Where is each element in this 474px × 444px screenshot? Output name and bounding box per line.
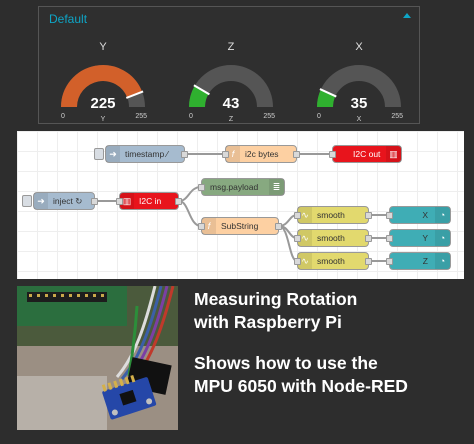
promo-title-line-2: with Raspberry Pi — [194, 312, 342, 332]
node-label: smooth — [317, 256, 345, 266]
promo-text: Measuring Rotation with Raspberry Pi Sho… — [194, 288, 464, 398]
gauge-needle — [319, 88, 337, 98]
input-port[interactable] — [198, 223, 205, 230]
input-port[interactable] — [198, 184, 205, 191]
input-port[interactable] — [222, 151, 229, 158]
node-label: smooth — [317, 210, 345, 220]
inject-trigger-button[interactable] — [22, 195, 32, 207]
output-port[interactable] — [293, 151, 300, 158]
input-port[interactable] — [294, 235, 301, 242]
output-port[interactable] — [275, 223, 282, 230]
gauge-icon: ◔ — [435, 207, 450, 223]
output-port[interactable] — [365, 258, 372, 265]
inject-trigger-button[interactable] — [94, 148, 104, 160]
gauge-unit: Z — [228, 116, 234, 123]
node-i2c-in[interactable]: ▥ I2C in — [116, 192, 182, 210]
gauge-value: 225 — [90, 95, 116, 112]
node-label: I2C out — [353, 149, 381, 159]
group-title: Default — [49, 12, 88, 26]
node-gauge-y[interactable]: Y ◔ — [386, 229, 451, 247]
gauge-icon: ◔ — [435, 230, 450, 246]
node-gauge-x[interactable]: X ◔ — [386, 206, 451, 224]
output-port[interactable] — [365, 235, 372, 242]
gauge-min: 0 — [61, 113, 65, 120]
node-inject[interactable]: ➜ inject ↻ — [22, 192, 98, 210]
gauge-max: 255 — [135, 113, 147, 120]
node-label: SubString — [221, 221, 259, 231]
node-label: inject ↻ — [53, 195, 83, 206]
node-label: i2c bytes — [245, 149, 279, 159]
gauge-label: X — [355, 41, 363, 53]
input-port[interactable] — [116, 198, 123, 205]
gauge-unit: X — [356, 116, 362, 123]
gauge-value: 35 — [350, 95, 368, 112]
output-port[interactable] — [91, 198, 98, 205]
node-label: Y — [422, 233, 428, 243]
function-icon: f — [202, 218, 216, 234]
gauge-label: Z — [227, 41, 235, 53]
flow-editor-canvas[interactable]: ➜ timestamp ⁄ f i2c bytes I2C out ▥ ➜ in… — [17, 131, 464, 279]
node-gauge-z[interactable]: Z ◔ — [386, 252, 451, 270]
node-label: I2C in — [139, 196, 162, 206]
wave-icon: ∿ — [298, 253, 312, 269]
node-label: timestamp ⁄ — [125, 149, 168, 159]
promo-title-line-1: Measuring Rotation — [194, 289, 358, 309]
promo-subtitle-line-2: MPU 6050 with Node-RED — [194, 376, 408, 396]
node-smooth-2[interactable]: ∿ smooth — [294, 229, 372, 247]
node-debug-msg-payload[interactable]: msg.payload ≣ — [198, 178, 285, 196]
input-port[interactable] — [386, 212, 393, 219]
gauge-max: 255 — [263, 113, 275, 120]
gauge-min: 0 — [317, 113, 321, 120]
collapse-chevron-icon[interactable] — [403, 13, 411, 18]
dashboard-panel: Default Y 225 0 Y 255 Z 43 0 Z 255 X 3 — [38, 6, 420, 124]
arrow-right-icon: ➜ — [106, 146, 120, 162]
gauge-arc — [61, 65, 145, 108]
output-port[interactable] — [175, 198, 182, 205]
wave-icon: ∿ — [298, 207, 312, 223]
input-port[interactable] — [386, 258, 393, 265]
node-timestamp-inject[interactable]: ➜ timestamp ⁄ — [94, 145, 188, 163]
arrow-right-icon: ➜ — [34, 193, 48, 209]
node-label: Z — [422, 256, 428, 266]
gauge-z: Z 43 0 Z 255 — [185, 37, 277, 125]
raspberry-pi-mpu6050-photo — [17, 286, 178, 430]
debug-list-icon: ≣ — [269, 179, 284, 195]
gauge-label: Y — [99, 41, 107, 53]
node-function-substring[interactable]: f SubString — [198, 217, 282, 235]
node-function-i2c-bytes[interactable]: f i2c bytes — [222, 145, 300, 163]
input-port[interactable] — [329, 151, 336, 158]
gauge-needle — [193, 84, 210, 96]
function-icon: f — [226, 146, 240, 162]
node-smooth-3[interactable]: ∿ smooth — [294, 252, 372, 270]
i2c-chip-icon: ▥ — [386, 146, 401, 162]
i2c-chip-icon: ▥ — [120, 193, 134, 209]
gauge-icon: ◔ — [435, 253, 450, 269]
node-i2c-out[interactable]: I2C out ▥ — [329, 145, 402, 163]
input-port[interactable] — [294, 212, 301, 219]
gauge-y: Y 225 0 Y 255 — [57, 37, 149, 125]
promo-subtitle-line-1: Shows how to use the — [194, 353, 378, 373]
gauge-value: 43 — [222, 95, 240, 112]
gauge-arc — [189, 65, 273, 108]
input-port[interactable] — [294, 258, 301, 265]
output-port[interactable] — [365, 212, 372, 219]
gauge-needle — [125, 90, 144, 99]
gauge-x: X 35 0 X 255 — [313, 37, 405, 125]
gauge-arc — [317, 65, 401, 108]
node-label: smooth — [317, 233, 345, 243]
gauge-fill — [61, 65, 143, 108]
input-port[interactable] — [386, 235, 393, 242]
node-smooth-1[interactable]: ∿ smooth — [294, 206, 372, 224]
wave-icon: ∿ — [298, 230, 312, 246]
node-label: msg.payload — [210, 182, 259, 192]
node-label: X — [422, 210, 428, 220]
gauge-max: 255 — [391, 113, 403, 120]
output-port[interactable] — [181, 151, 188, 158]
gauge-unit: Y — [100, 116, 106, 123]
gauge-min: 0 — [189, 113, 193, 120]
